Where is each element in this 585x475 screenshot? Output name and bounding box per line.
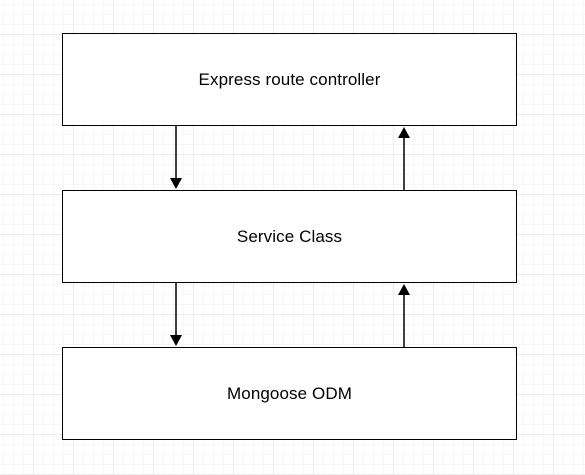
service-class-node[interactable]: Service Class: [62, 190, 517, 283]
service-class-node-label: Service Class: [236, 226, 343, 246]
arrow-controller-to-service: [170, 126, 182, 189]
arrow-odm-to-service: [398, 284, 410, 347]
arrow-service-to-controller: [398, 127, 410, 190]
controller-node[interactable]: Express route controller: [62, 33, 517, 126]
mongoose-odm-node[interactable]: Mongoose ODM: [62, 347, 517, 440]
controller-node-label: Express route controller: [198, 69, 381, 89]
mongoose-odm-node-label: Mongoose ODM: [227, 383, 352, 403]
arrow-service-to-odm: [170, 283, 182, 346]
